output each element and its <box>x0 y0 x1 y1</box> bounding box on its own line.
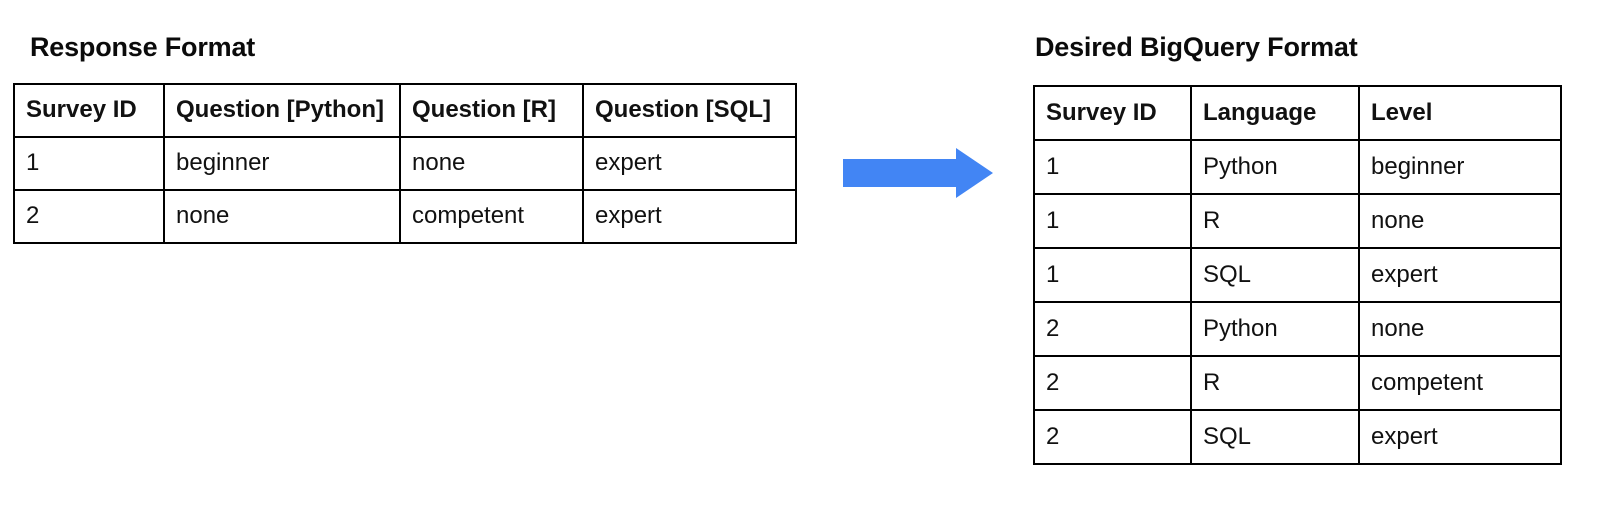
cell-survey-id: 1 <box>1033 139 1192 195</box>
column-header-level: Level <box>1358 85 1562 141</box>
cell-question-python: none <box>163 189 401 244</box>
table-header-row: Survey ID Question [Python] Question [R]… <box>13 83 797 138</box>
cell-level: expert <box>1358 247 1562 303</box>
cell-question-python: beginner <box>163 136 401 191</box>
cell-language: R <box>1190 193 1360 249</box>
cell-question-r: competent <box>399 189 584 244</box>
cell-level: none <box>1358 193 1562 249</box>
cell-survey-id: 1 <box>1033 193 1192 249</box>
table-header-row: Survey ID Language Level <box>1033 85 1562 141</box>
cell-question-sql: expert <box>582 189 797 244</box>
column-header-language: Language <box>1190 85 1360 141</box>
left-panel-title: Response Format <box>30 32 256 62</box>
table-row: 2 R competent <box>1033 355 1562 411</box>
bigquery-format-panel: Desired BigQuery Format Survey ID Langua… <box>1005 0 1600 465</box>
response-format-table: Survey ID Question [Python] Question [R]… <box>13 83 797 244</box>
table-row: 1 beginner none expert <box>13 136 797 191</box>
cell-survey-id: 1 <box>1033 247 1192 303</box>
cell-survey-id: 2 <box>1033 409 1192 465</box>
cell-language: SQL <box>1190 409 1360 465</box>
table-row: 2 none competent expert <box>13 189 797 244</box>
cell-survey-id: 2 <box>1033 301 1192 357</box>
column-header-survey-id: Survey ID <box>13 83 165 138</box>
cell-survey-id: 2 <box>13 189 165 244</box>
cell-level: none <box>1358 301 1562 357</box>
cell-question-sql: expert <box>582 136 797 191</box>
table-row: 1 Python beginner <box>1033 139 1562 195</box>
cell-language: R <box>1190 355 1360 411</box>
cell-language: Python <box>1190 139 1360 195</box>
cell-survey-id: 2 <box>1033 355 1192 411</box>
column-header-question-r: Question [R] <box>399 83 584 138</box>
column-header-question-sql: Question [SQL] <box>582 83 797 138</box>
cell-level: competent <box>1358 355 1562 411</box>
column-header-question-python: Question [Python] <box>163 83 401 138</box>
transform-arrow <box>843 148 993 198</box>
right-panel-title: Desired BigQuery Format <box>1035 32 1358 62</box>
table-row: 2 SQL expert <box>1033 409 1562 465</box>
cell-level: beginner <box>1358 139 1562 195</box>
cell-level: expert <box>1358 409 1562 465</box>
bigquery-format-table: Survey ID Language Level 1 Python beginn… <box>1033 85 1562 465</box>
table-row: 1 R none <box>1033 193 1562 249</box>
cell-question-r: none <box>399 136 584 191</box>
table-row: 2 Python none <box>1033 301 1562 357</box>
cell-language: SQL <box>1190 247 1360 303</box>
cell-survey-id: 1 <box>13 136 165 191</box>
right-arrow-icon <box>843 148 993 198</box>
cell-language: Python <box>1190 301 1360 357</box>
table-row: 1 SQL expert <box>1033 247 1562 303</box>
column-header-survey-id: Survey ID <box>1033 85 1192 141</box>
response-format-panel: Response Format Survey ID Question [Pyth… <box>0 0 810 244</box>
